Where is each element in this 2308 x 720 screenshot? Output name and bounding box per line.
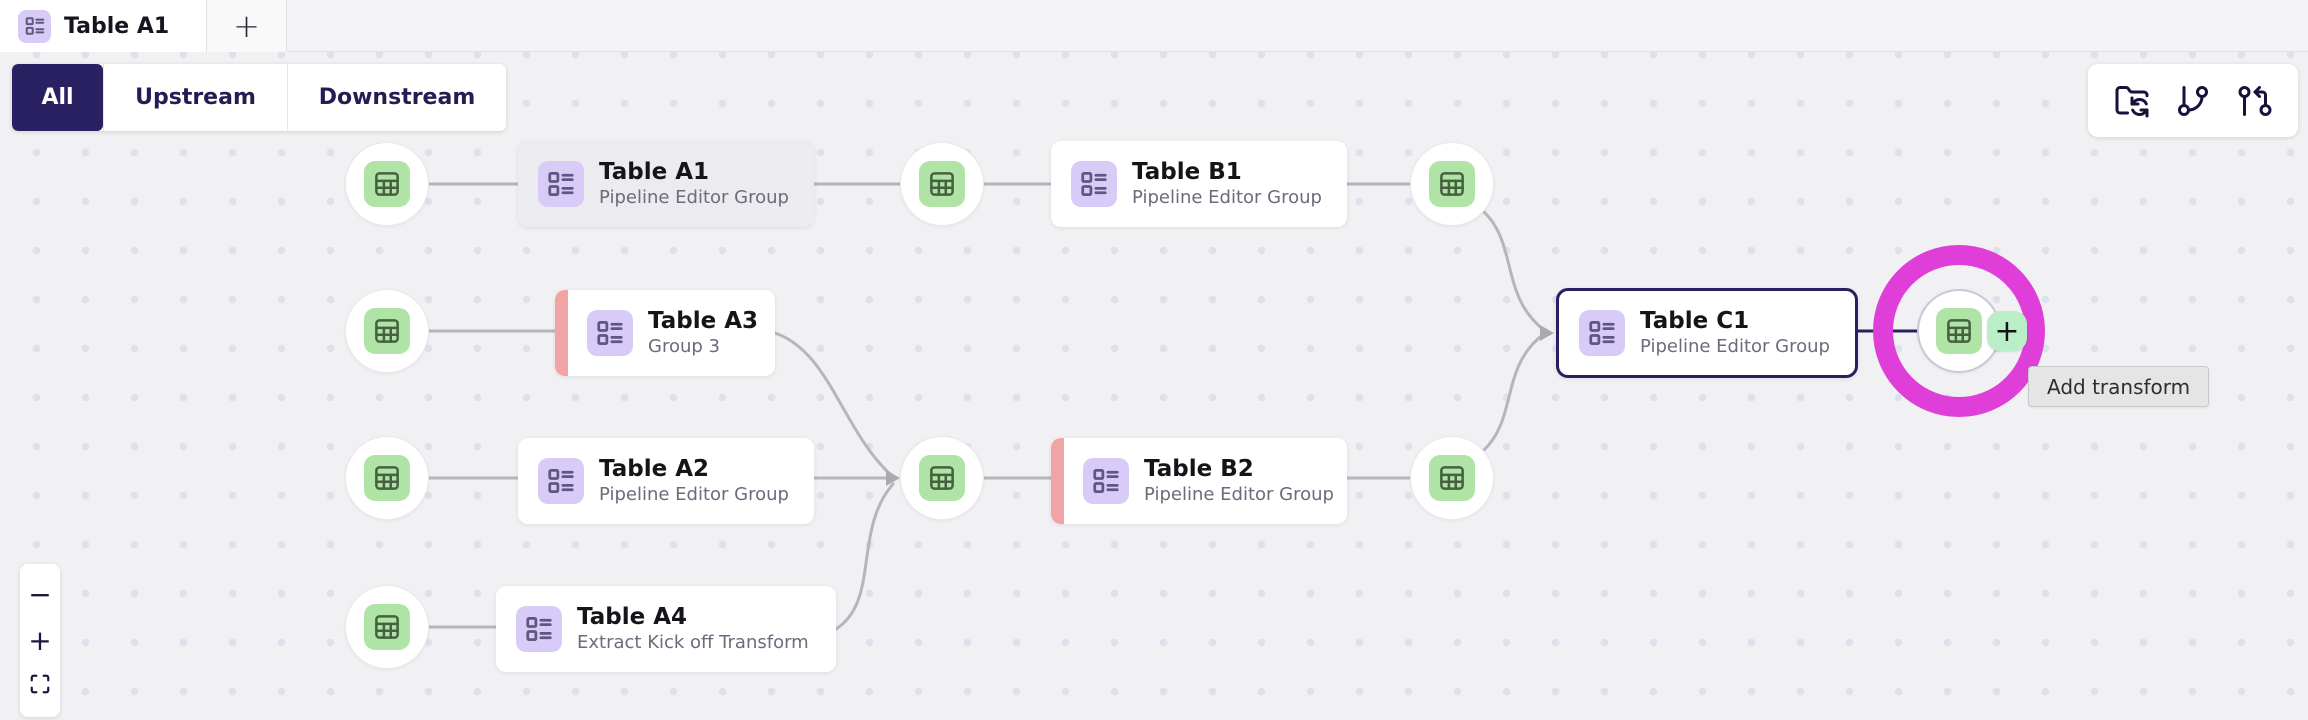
add-transform-tooltip: Add transform	[2028, 366, 2210, 407]
add-transform-button[interactable]: +	[1987, 311, 2027, 351]
transform-card-table-a4[interactable]: Table A4 Extract Kick off Transform	[496, 586, 836, 672]
filter-all-button[interactable]: All	[12, 64, 103, 131]
card-title: Table C1	[1640, 307, 1750, 334]
tab-bar: Table A1 +	[0, 0, 2308, 52]
table-icon	[364, 308, 410, 354]
warning-strip	[555, 290, 568, 376]
dataset-node[interactable]	[900, 436, 984, 520]
table-icon	[364, 604, 410, 650]
git-branch-icon[interactable]	[2175, 83, 2211, 119]
layout-list-icon	[1071, 161, 1117, 207]
card-title: Table A4	[577, 603, 688, 630]
dataset-node[interactable]	[345, 436, 429, 520]
filter-upstream-button[interactable]: Upstream	[103, 64, 287, 131]
tab-table-a1[interactable]: Table A1	[0, 0, 207, 52]
layout-list-icon	[18, 9, 51, 43]
lineage-filter: All Upstream Downstream	[12, 64, 506, 131]
dataset-node[interactable]	[1410, 436, 1494, 520]
git-pull-request-icon[interactable]	[2237, 83, 2273, 119]
dataset-node[interactable]	[345, 289, 429, 373]
card-subtitle: Pipeline Editor Group	[599, 186, 789, 208]
folder-sync-icon[interactable]	[2114, 83, 2150, 119]
card-subtitle: Extract Kick off Transform	[577, 631, 809, 653]
table-icon	[364, 455, 410, 501]
layout-list-icon	[1083, 458, 1129, 504]
dataset-node[interactable]	[345, 585, 429, 669]
card-title: Table A1	[599, 158, 710, 185]
card-subtitle: Pipeline Editor Group	[1640, 335, 1830, 357]
table-icon	[364, 161, 410, 207]
card-title: Table B1	[1132, 158, 1242, 185]
dataset-node[interactable]	[345, 142, 429, 226]
dataset-node[interactable]	[900, 142, 984, 226]
layout-list-icon	[1579, 310, 1625, 356]
card-title: Table A2	[599, 455, 710, 482]
layout-list-icon	[538, 161, 584, 207]
table-icon	[919, 455, 965, 501]
graph-toolbar	[2088, 64, 2298, 137]
transform-card-table-a2[interactable]: Table A2 Pipeline Editor Group	[518, 438, 814, 524]
transform-card-table-b2[interactable]: Table B2 Pipeline Editor Group	[1051, 438, 1347, 524]
transform-card-table-b1[interactable]: Table B1 Pipeline Editor Group	[1051, 141, 1347, 227]
layout-list-icon	[538, 458, 584, 504]
table-icon	[919, 161, 965, 207]
card-subtitle: Pipeline Editor Group	[1144, 483, 1334, 505]
table-icon	[1429, 455, 1475, 501]
transform-card-table-a1[interactable]: Table A1 Pipeline Editor Group	[518, 141, 814, 227]
new-tab-button[interactable]: +	[207, 0, 287, 52]
warning-strip	[1051, 438, 1064, 524]
layout-list-icon	[516, 606, 562, 652]
filter-downstream-button[interactable]: Downstream	[287, 64, 506, 131]
zoom-in-button[interactable]: +	[28, 623, 52, 657]
card-title: Table B2	[1144, 455, 1254, 482]
card-subtitle: Pipeline Editor Group	[1132, 186, 1322, 208]
card-title: Table A3	[648, 307, 759, 334]
transform-card-table-c1[interactable]: Table C1 Pipeline Editor Group	[1556, 288, 1858, 378]
fullscreen-icon	[30, 674, 50, 694]
transform-card-table-a3[interactable]: Table A3 Group 3	[555, 290, 775, 376]
zoom-controls: − +	[20, 564, 60, 717]
layout-list-icon	[587, 310, 633, 356]
table-icon	[1429, 161, 1475, 207]
tab-label: Table A1	[64, 13, 170, 39]
fit-view-button[interactable]	[29, 672, 51, 700]
card-subtitle: Pipeline Editor Group	[599, 483, 789, 505]
table-icon	[1936, 308, 1982, 354]
card-subtitle: Group 3	[648, 335, 720, 357]
zoom-out-button[interactable]: −	[28, 578, 52, 612]
dataset-node[interactable]	[1410, 142, 1494, 226]
